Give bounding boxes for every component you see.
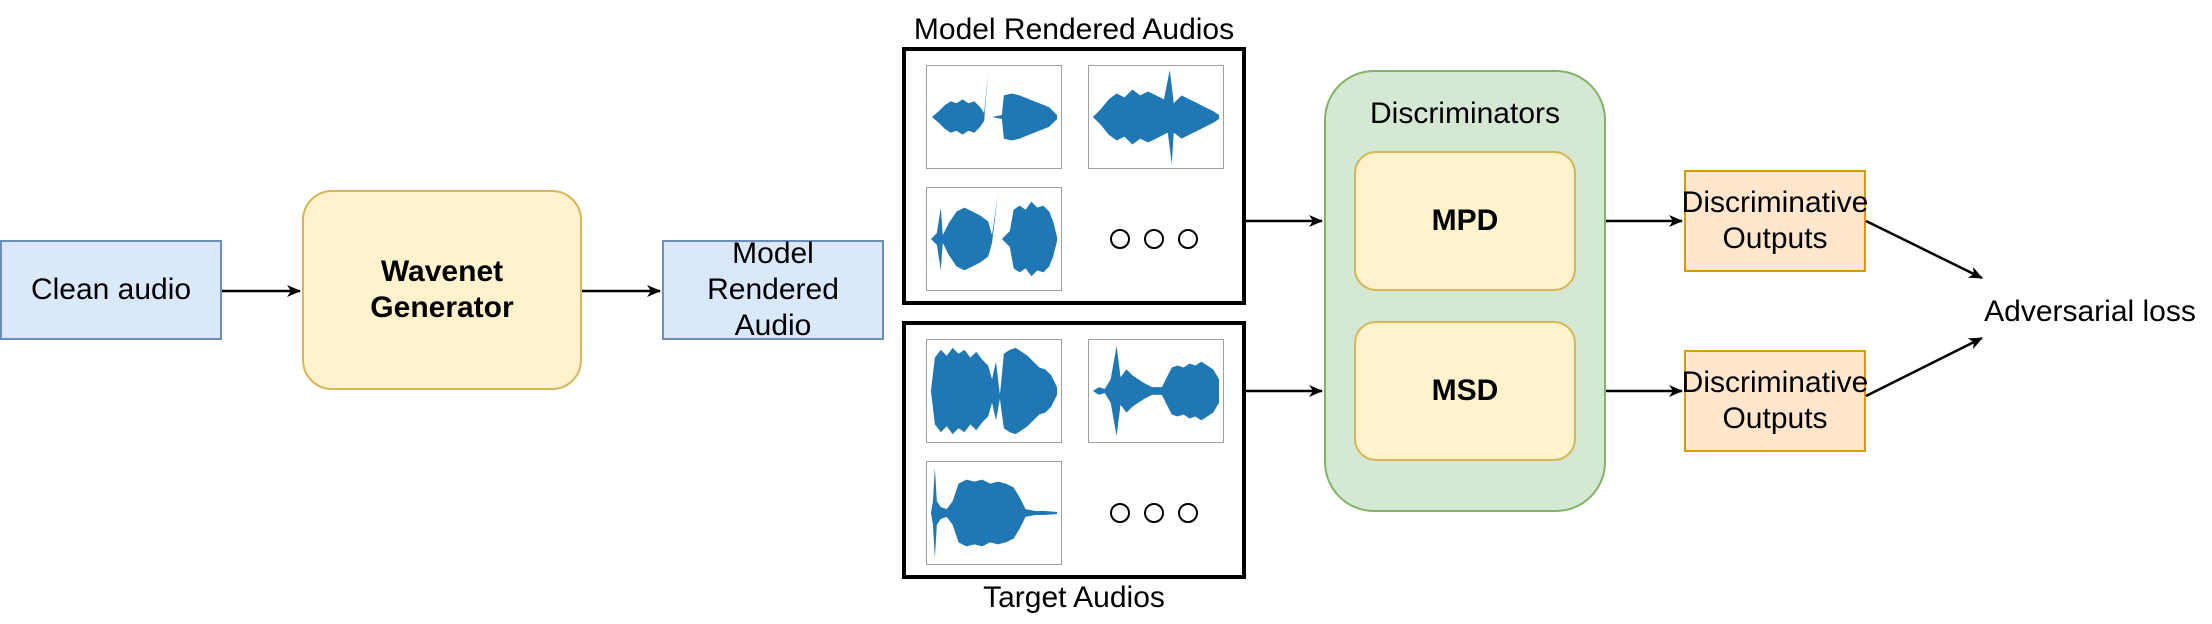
target-audios-title: Target Audios [983, 581, 1165, 614]
waveform-graphic [931, 73, 1058, 161]
ellipsis-circle-icon [1178, 229, 1198, 249]
wavenet-generator-label-line1: Wavenet [380, 255, 504, 288]
waveform-thumbnail [926, 187, 1062, 291]
arrow-top-output-to-loss [1865, 219, 1983, 280]
mpd-label: MPD [1431, 204, 1499, 237]
model-rendered-audio-label-line3: Audio [734, 309, 812, 342]
waveform-thumbnail [1088, 65, 1224, 169]
discriminative-outputs-top-label-line2: Outputs [1722, 222, 1828, 255]
waveform-graphic [930, 467, 1058, 559]
model-rendered-audio-label-line2: Rendered [707, 273, 839, 306]
clean-audio-node: Clean audio [0, 240, 222, 340]
ellipsis-circle-icon [1110, 229, 1130, 249]
arrow-bottom-output-to-loss [1865, 336, 1983, 398]
discriminative-outputs-bottom-node: Discriminative Outputs [1681, 350, 1869, 452]
discriminative-outputs-top-label-line1: Discriminative [1681, 186, 1869, 219]
ellipsis-circle-icon [1110, 503, 1130, 523]
msd-label: MSD [1431, 374, 1499, 407]
waveform-graphic [1092, 69, 1220, 165]
model-rendered-audio-node: Model Rendered Audio [662, 237, 884, 342]
ellipsis-circle-icon [1144, 503, 1164, 523]
discriminative-outputs-top-node: Discriminative Outputs [1681, 170, 1869, 272]
discriminative-outputs-bottom-label-line1: Discriminative [1681, 366, 1869, 399]
adversarial-loss-label: Adversarial loss [1984, 295, 2196, 328]
mpd-node: MPD [1354, 151, 1576, 291]
more-items-indicator [1110, 229, 1198, 249]
waveform-thumbnail [1088, 339, 1224, 443]
model-rendered-audios-title: Model Rendered Audios [913, 13, 1235, 46]
msd-node: MSD [1354, 321, 1576, 461]
target-audios-panel [902, 321, 1246, 579]
waveform-graphic [1092, 345, 1220, 437]
waveform-thumbnail [926, 65, 1062, 169]
discriminative-outputs-bottom-label-line2: Outputs [1722, 402, 1828, 435]
discriminators-title: Discriminators [1369, 97, 1561, 130]
waveform-thumbnail [926, 339, 1062, 443]
model-rendered-audios-panel [902, 47, 1246, 305]
more-items-indicator [1110, 503, 1198, 523]
ellipsis-circle-icon [1144, 229, 1164, 249]
model-rendered-audio-label-line1: Model [732, 237, 814, 270]
waveform-graphic [930, 193, 1058, 285]
wavenet-generator-node: Wavenet Generator [302, 190, 582, 390]
waveform-thumbnail [926, 461, 1062, 565]
wavenet-generator-label-line2: Generator [370, 291, 514, 324]
clean-audio-label: Clean audio [30, 273, 192, 306]
waveform-graphic [930, 347, 1058, 435]
ellipsis-circle-icon [1178, 503, 1198, 523]
